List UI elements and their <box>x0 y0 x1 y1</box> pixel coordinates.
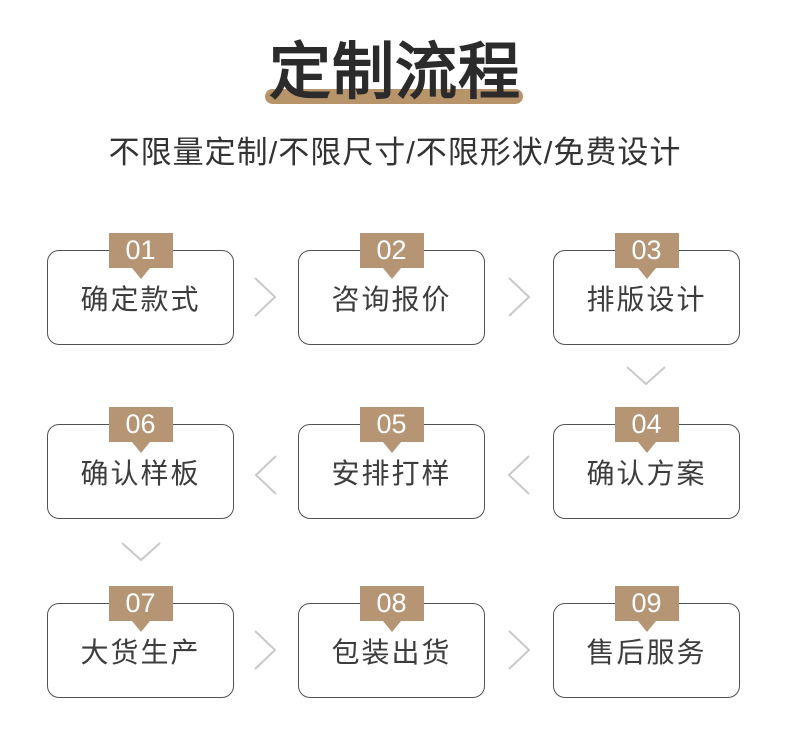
step-04-number: 04 <box>631 409 662 439</box>
chevron-down-icon <box>624 364 668 388</box>
chevron-left-icon <box>253 453 279 497</box>
step-09-label: 售后服务 <box>586 636 707 668</box>
page-title-text: 定制流程 <box>268 38 522 107</box>
step-01-card: 01 确定款式 <box>47 233 234 345</box>
step-07-card: 07 大货生产 <box>47 586 234 698</box>
step-07-number-badge: 07 <box>108 586 173 621</box>
step-04-label: 确认方案 <box>586 457 707 489</box>
chevron-right-icon <box>252 275 278 319</box>
step-04-number-badge: 04 <box>614 407 679 442</box>
step-06-card: 06 确认样板 <box>47 407 234 519</box>
page-subtitle: 不限量定制/不限尺寸/不限形状/免费设计 <box>108 135 682 170</box>
step-02-number-badge: 02 <box>359 233 424 268</box>
step-06-label: 确认样板 <box>80 457 201 489</box>
step-02-label: 咨询报价 <box>331 283 452 315</box>
step-05-number-badge: 05 <box>359 407 424 442</box>
step-09-card: 09 售后服务 <box>553 586 740 698</box>
step-09-number-badge: 09 <box>614 586 679 621</box>
step-03-label: 排版设计 <box>586 283 707 315</box>
page-title: 定制流程 <box>264 38 524 107</box>
step-01-number-badge: 01 <box>108 233 173 268</box>
title-underline-bar <box>264 89 524 105</box>
step-03-card: 03 排版设计 <box>553 233 740 345</box>
step-07-number: 07 <box>125 588 156 618</box>
step-04-card: 04 确认方案 <box>553 407 740 519</box>
step-09-number: 09 <box>631 588 662 618</box>
step-08-label: 包装出货 <box>331 636 452 668</box>
chevron-right-icon <box>506 275 532 319</box>
step-03-number-badge: 03 <box>614 233 679 268</box>
step-02-card: 02 咨询报价 <box>298 233 485 345</box>
step-03-number: 03 <box>631 235 662 265</box>
chevron-left-icon <box>506 453 532 497</box>
step-05-label: 安排打样 <box>331 457 452 489</box>
chevron-down-icon <box>119 540 163 564</box>
step-05-card: 05 安排打样 <box>298 407 485 519</box>
step-01-number: 01 <box>125 235 156 265</box>
step-06-number-badge: 06 <box>108 407 173 442</box>
step-01-label: 确定款式 <box>80 283 201 315</box>
step-05-number: 05 <box>376 409 407 439</box>
chevron-right-icon <box>506 628 532 672</box>
step-08-number: 08 <box>376 588 407 618</box>
chevron-right-icon <box>252 628 278 672</box>
step-06-number: 06 <box>125 409 156 439</box>
step-02-number: 02 <box>376 235 407 265</box>
step-08-card: 08 包装出货 <box>298 586 485 698</box>
step-08-number-badge: 08 <box>359 586 424 621</box>
step-07-label: 大货生产 <box>80 636 201 668</box>
